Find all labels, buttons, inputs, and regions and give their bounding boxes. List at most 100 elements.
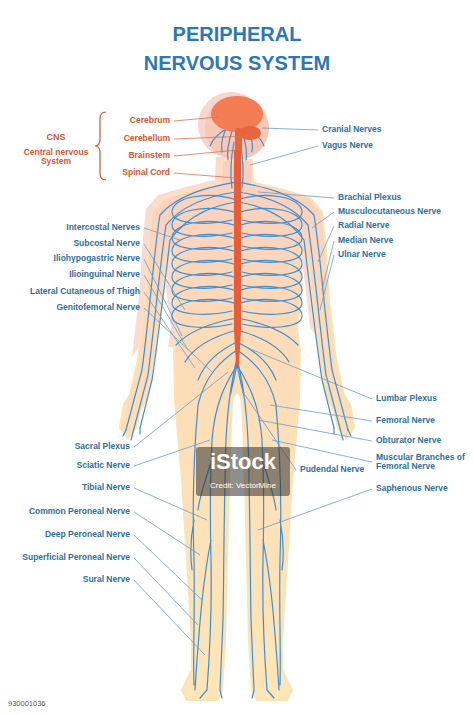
leader-line <box>144 275 188 350</box>
leader-line <box>134 372 228 447</box>
label-anchor: Muscular Branches of Femoral Nerve <box>376 453 468 472</box>
nerve-label: Obturator Nerve <box>376 436 441 445</box>
label-anchor: Radial Nerve <box>338 221 390 230</box>
cns-label: Brainstem <box>128 151 170 160</box>
nerve-label: Ulnar Nerve <box>338 250 386 259</box>
label-anchor: Central nervous System <box>20 148 92 167</box>
nerve-label: Vagus Nerve <box>322 141 373 150</box>
nerve-label: Subcostal Nerve <box>73 239 140 248</box>
vagus-nerve <box>231 142 234 188</box>
nerve-label: Lateral Cutaneous of Thigh <box>30 287 140 296</box>
label-anchor: Cranial Nerves <box>322 125 382 134</box>
leader-line <box>174 173 236 178</box>
nerve-label: Saphenous Nerve <box>376 484 448 493</box>
label-anchor: Lumbar Plexus <box>376 394 437 403</box>
nerve-label: Sacral Plexus <box>75 442 130 451</box>
label-anchor: Musculocutaneous Nerve <box>338 207 441 216</box>
nerve-label: Radial Nerve <box>338 221 390 230</box>
nerve-label: Sural Nerve <box>83 575 130 584</box>
nerves-left <box>123 126 237 698</box>
label-anchor: Median Nerve <box>338 236 393 245</box>
nerve-label: Intercostal Nerves <box>66 223 140 232</box>
label-anchor: Common Peroneal Nerve <box>29 507 130 516</box>
label-anchor: CNS <box>46 133 65 143</box>
nerve-label: Iliohypogastric Nerve <box>54 254 140 263</box>
nerve-label: Brachial Plexus <box>338 193 401 202</box>
label-anchor: Vagus Nerve <box>322 141 373 150</box>
leader-line <box>312 212 334 228</box>
label-anchor: Subcostal Nerve <box>73 239 140 248</box>
label-anchor: Iliohypogastric Nerve <box>54 254 140 263</box>
leg-nerves <box>191 350 237 698</box>
label-anchor: Sacral Plexus <box>75 442 130 451</box>
nerve-label: Cranial Nerves <box>322 125 382 134</box>
nerve-label: Tibial Nerve <box>82 483 130 492</box>
image-id: 930001036 <box>8 700 46 708</box>
watermark: Credit: VectorMine <box>210 482 276 491</box>
nerve-label: Muscular Branches of Femoral Nerve <box>376 453 468 472</box>
cns-label: CNS <box>46 133 65 143</box>
leader-line <box>144 228 180 240</box>
label-anchor: Obturator Nerve <box>376 436 441 445</box>
title-wrap: PERIPHERAL NERVOUS SYSTEM <box>127 20 347 78</box>
leader-line <box>174 117 218 121</box>
label-anchor: Cerebellum <box>124 134 170 143</box>
leader-line <box>258 192 334 198</box>
leader-line <box>262 128 318 130</box>
leader-line <box>134 558 198 625</box>
label-anchor: Brainstem <box>128 151 170 160</box>
label-anchor: Ilioinguinal Nerve <box>69 270 140 279</box>
leader-line <box>250 146 318 165</box>
hand-nerves <box>123 428 140 440</box>
leader-line <box>322 241 334 290</box>
label-anchor: Sciatic Nerve <box>77 461 130 470</box>
cns-label: Cerebellum <box>124 134 170 143</box>
leader-line <box>134 512 200 555</box>
cerebrum-shape <box>211 96 263 132</box>
intercostal-nerves <box>172 196 237 328</box>
label-anchor: Tibial Nerve <box>82 483 130 492</box>
leader-line <box>174 150 238 156</box>
cns-bracket <box>95 112 106 180</box>
spinal-cord-shape <box>234 150 241 365</box>
leader-line <box>134 580 205 655</box>
label-anchor: Pudendal Nerve <box>300 465 364 474</box>
nerve-label: Deep Peroneal Nerve <box>45 530 130 539</box>
watermark-patch <box>196 447 290 496</box>
leader-line <box>144 292 195 368</box>
label-anchor: Femoral Nerve <box>376 416 435 425</box>
label-anchor: Intercostal Nerves <box>66 223 140 232</box>
cns-label: Central nervous System <box>20 148 92 167</box>
arm-nerves <box>126 182 236 436</box>
label-anchor: iStock <box>210 450 276 474</box>
label-anchor: Deep Peroneal Nerve <box>45 530 130 539</box>
leader-line <box>144 308 212 372</box>
leader-line <box>144 259 182 336</box>
label-anchor: Sural Nerve <box>83 575 130 584</box>
label-anchor: Genitofemoral Nerve <box>56 303 140 312</box>
cerebellum-shape <box>239 126 261 140</box>
leader-line <box>248 348 372 399</box>
watermark: iStock <box>210 450 276 474</box>
cns-label: Cerebrum <box>130 116 170 125</box>
nerve-label: Median Nerve <box>338 236 393 245</box>
abdominal-nerves <box>176 318 237 380</box>
label-anchor: Lateral Cutaneous of Thigh <box>30 287 140 296</box>
nerve-label: Lumbar Plexus <box>376 394 437 403</box>
leader-line <box>270 405 372 421</box>
label-anchor: Cerebrum <box>130 116 170 125</box>
cns-leaders <box>174 117 248 178</box>
nerve-label: Superficial Peroneal Nerve <box>22 553 130 562</box>
label-anchor: Credit: VectorMine <box>210 482 276 491</box>
leader-line <box>258 420 372 441</box>
leader-line <box>318 226 334 262</box>
diagram-title: PERIPHERAL NERVOUS SYSTEM <box>127 20 347 78</box>
nerve-label: Ilioinguinal Nerve <box>69 270 140 279</box>
nerve-label: Femoral Nerve <box>376 416 435 425</box>
nerve-label: Sciatic Nerve <box>77 461 130 470</box>
nerves-right <box>237 126 351 698</box>
nerve-label: Musculocutaneous Nerve <box>338 207 441 216</box>
label-anchor: Ulnar Nerve <box>338 250 386 259</box>
nerve-label: Pudendal Nerve <box>300 465 364 474</box>
